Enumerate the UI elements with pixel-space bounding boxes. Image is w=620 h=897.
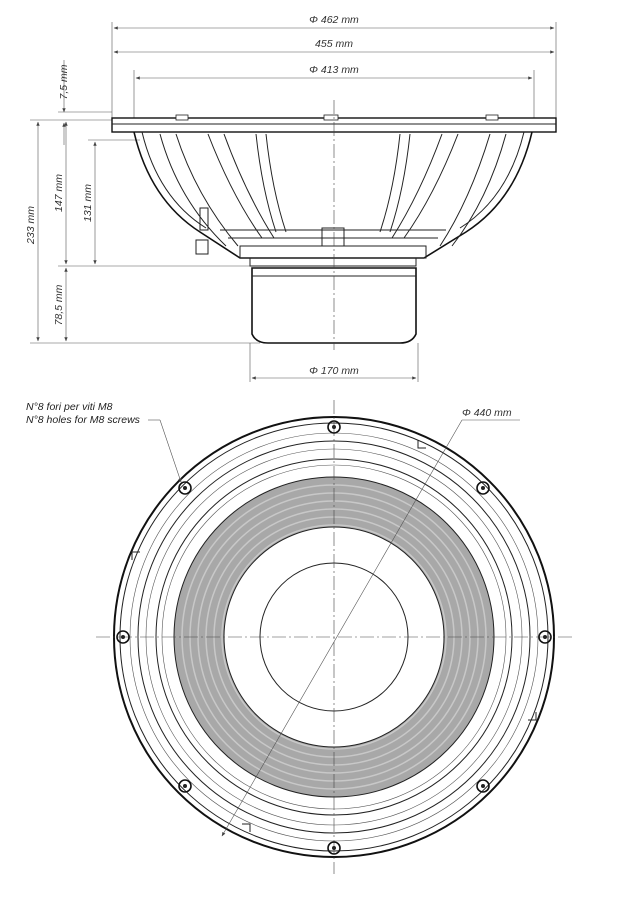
basket-depth-label: 131 mm [82,184,94,222]
dimension-width: 455 mm [113,38,555,54]
frame-depth-label: 147 mm [53,174,65,212]
screw-hole [538,630,552,644]
flange-thickness-label: 7,5 mm [58,64,70,99]
width-label: 455 mm [315,38,353,50]
screw-hole [327,420,341,434]
dimension-magnet-diameter: Φ 170 mm [249,343,419,382]
dimension-frame-depth: 147 mm [53,121,68,265]
total-depth-label: 233 mm [25,206,37,245]
side-view: Φ 462 mm 455 mm Φ 413 mm 7,5 mm 233 mm 1… [25,14,557,382]
dimension-basket-depth: 131 mm [82,139,140,265]
dimension-magnet-depth: 78,5 mm [30,267,260,344]
screw-hole [476,779,490,793]
bolt-circle-label: Φ 440 mm [462,407,512,419]
dimension-total-depth: 233 mm [25,119,112,342]
dimension-bolt-circle: Φ 440 mm [221,407,520,837]
outer-diameter-label: Φ 462 mm [309,14,359,26]
speaker-basket [133,131,533,267]
screw-hole [476,481,490,495]
screw-holes [116,420,552,855]
screw-hole [178,481,192,495]
front-view: Φ 440 mm N°8 fori per viti M8 N°8 holes … [26,400,572,874]
screw-hole [116,630,130,644]
screw-note: N°8 fori per viti M8 N°8 holes for M8 sc… [26,401,182,483]
note-english: N°8 holes for M8 screws [26,414,141,426]
screw-hole [327,841,341,855]
baffle-diameter-label: Φ 413 mm [309,64,359,76]
dimension-outer-diameter: Φ 462 mm [111,14,557,120]
dimension-flange-thickness: 7,5 mm [58,60,112,145]
note-italian: N°8 fori per viti M8 [26,401,113,413]
dimension-baffle-diameter: Φ 413 mm [133,64,535,120]
magnet-diameter-label: Φ 170 mm [309,365,359,377]
magnet-depth-label: 78,5 mm [53,284,65,325]
screw-hole [178,779,192,793]
